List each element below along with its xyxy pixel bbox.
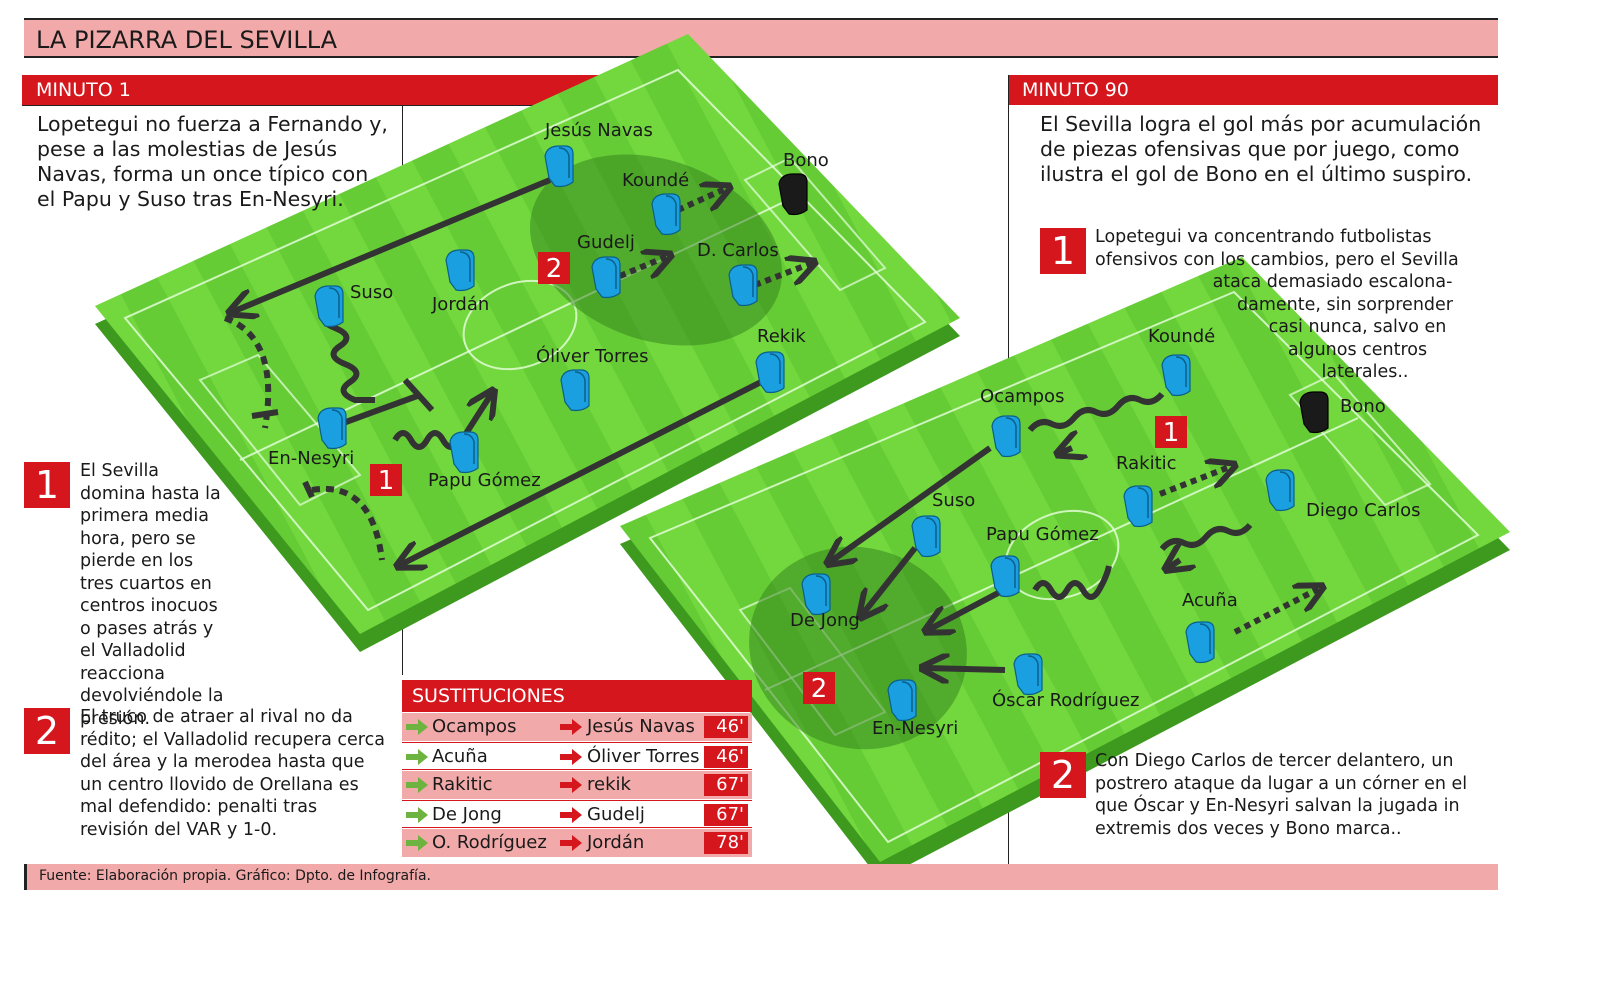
player-labels-minuto-90: Koundé Bono Ocampos Rakitic Diego Carlos…: [790, 326, 1421, 739]
player-label: Rakitic: [1116, 453, 1177, 474]
note-line: Lopetegui va concentrando futbolistas: [1095, 227, 1432, 247]
player-label: D. Carlos: [697, 240, 779, 261]
note-number: 1: [24, 462, 70, 508]
note-line: damente, sin sorprender: [1237, 294, 1453, 315]
player-label: Koundé: [1148, 326, 1215, 347]
note-line: algunos centros: [1287, 339, 1428, 360]
note-number: 2: [24, 708, 70, 754]
player-label: Suso: [932, 490, 975, 511]
note-line: ofensivos con los cambios, pero el Sevil…: [1095, 249, 1459, 270]
player-label: Jesús Navas: [544, 120, 653, 141]
player-label: Diego Carlos: [1306, 500, 1421, 521]
sub-minute: 67': [704, 804, 748, 826]
sub-out: Jordán: [587, 832, 645, 853]
sub-out: Gudelj: [587, 804, 645, 825]
red-arrow-icon: [560, 749, 582, 765]
footer: Fuente: Elaboración propia. Gráfico: Dpt…: [24, 864, 1498, 890]
player-label: Papu Gómez: [428, 470, 541, 491]
note-minuto-1-1: El Sevilla domina hasta la primera media…: [80, 461, 224, 729]
intro-minuto-1: Lopetegui no fuerza a Fernando y, pese a…: [37, 112, 388, 211]
green-arrow-icon: [406, 807, 428, 823]
red-arrow-icon: [560, 719, 582, 735]
player-label: En-Nesyri: [872, 718, 958, 739]
note-line: casi nunca, salvo en: [1268, 317, 1447, 337]
sub-in: O. Rodríguez: [432, 832, 547, 853]
divider: [22, 105, 722, 106]
table-row: Ocampos Jesús Navas 46': [402, 713, 752, 741]
section-label-minuto-90: MINUTO 90: [1008, 75, 1498, 105]
note-number: 2: [1040, 752, 1086, 798]
note-minuto-90-1: Lopetegui va concentrando futbolistas of…: [1095, 226, 1470, 384]
player-labels-minuto-1: Jesús Navas Bono Koundé Gudelj D. Carlos…: [268, 120, 829, 491]
red-arrow-icon: [560, 835, 582, 851]
table-row: O. Rodríguez Jordán 78': [402, 829, 752, 857]
arrows-minuto-1: [225, 177, 812, 565]
sub-in: Acuña: [432, 746, 488, 767]
pitch-markers: 1 2 1 2: [370, 252, 1187, 704]
marker-label: 1: [378, 466, 395, 496]
marker-label: 2: [811, 674, 828, 704]
note-minuto-1-2: El truco de atraer al rival no da rédito…: [80, 707, 385, 840]
player-label: Óscar Rodríguez: [992, 689, 1140, 711]
red-arrow-icon: [560, 777, 582, 793]
sub-in: Rakitic: [432, 774, 493, 795]
note-line: laterales..: [1321, 362, 1409, 382]
player-label: Suso: [350, 282, 393, 303]
player-label: Óliver Torres: [536, 345, 649, 367]
substitutions-table: SUSTITUCIONES Ocampos Jesús Navas 46' Ac…: [402, 680, 752, 857]
table-row: Rakitic rekik 67': [402, 771, 752, 799]
note-minuto-90-2: Con Diego Carlos de tercer delantero, un…: [1095, 751, 1468, 839]
table-row: Acuña Óliver Torres 46': [402, 742, 752, 770]
sub-minute: 78': [704, 832, 748, 854]
green-arrow-icon: [406, 777, 428, 793]
intro-minuto-90: El Sevilla logra el gol más por acumulac…: [1040, 112, 1482, 186]
player-label: En-Nesyri: [268, 448, 354, 469]
player-label: Jordán: [431, 294, 489, 315]
note-number: 1: [1040, 228, 1086, 274]
player-label: Bono: [1340, 396, 1386, 417]
sub-in: De Jong: [432, 804, 502, 825]
sub-out: rekik: [587, 774, 631, 795]
source-credit: Fuente: Elaboración propia. Gráfico: Dpt…: [39, 868, 431, 884]
player-label: Rekik: [757, 326, 806, 347]
green-arrow-icon: [406, 749, 428, 765]
sub-minute: 46': [704, 746, 748, 768]
sub-minute: 46': [704, 716, 748, 738]
green-arrow-icon: [406, 719, 428, 735]
marker-label: 1: [1163, 418, 1180, 448]
red-arrow-icon: [560, 807, 582, 823]
sub-in: Ocampos: [432, 716, 517, 737]
player-label: Bono: [783, 150, 829, 171]
player-label: De Jong: [790, 610, 860, 631]
player-label: Gudelj: [577, 232, 635, 253]
sub-out: Jesús Navas: [587, 716, 695, 737]
arrows-minuto-90: [830, 391, 1320, 670]
sub-minute: 67': [704, 774, 748, 796]
sub-out: Óliver Torres: [587, 746, 700, 767]
title-bar: LA PIZARRA DEL SEVILLA: [24, 18, 1498, 58]
player-label: Ocampos: [980, 386, 1064, 407]
substitutions-header: SUSTITUCIONES: [402, 680, 752, 712]
player-label: Papu Gómez: [986, 524, 1099, 545]
player-label: Koundé: [622, 170, 689, 191]
marker-label: 2: [546, 254, 563, 284]
page-title: LA PIZARRA DEL SEVILLA: [36, 26, 338, 54]
table-row: De Jong Gudelj 67': [402, 800, 752, 828]
green-arrow-icon: [406, 835, 428, 851]
note-line: ataca demasiado escalona-: [1212, 272, 1453, 292]
player-label: Acuña: [1182, 590, 1238, 611]
